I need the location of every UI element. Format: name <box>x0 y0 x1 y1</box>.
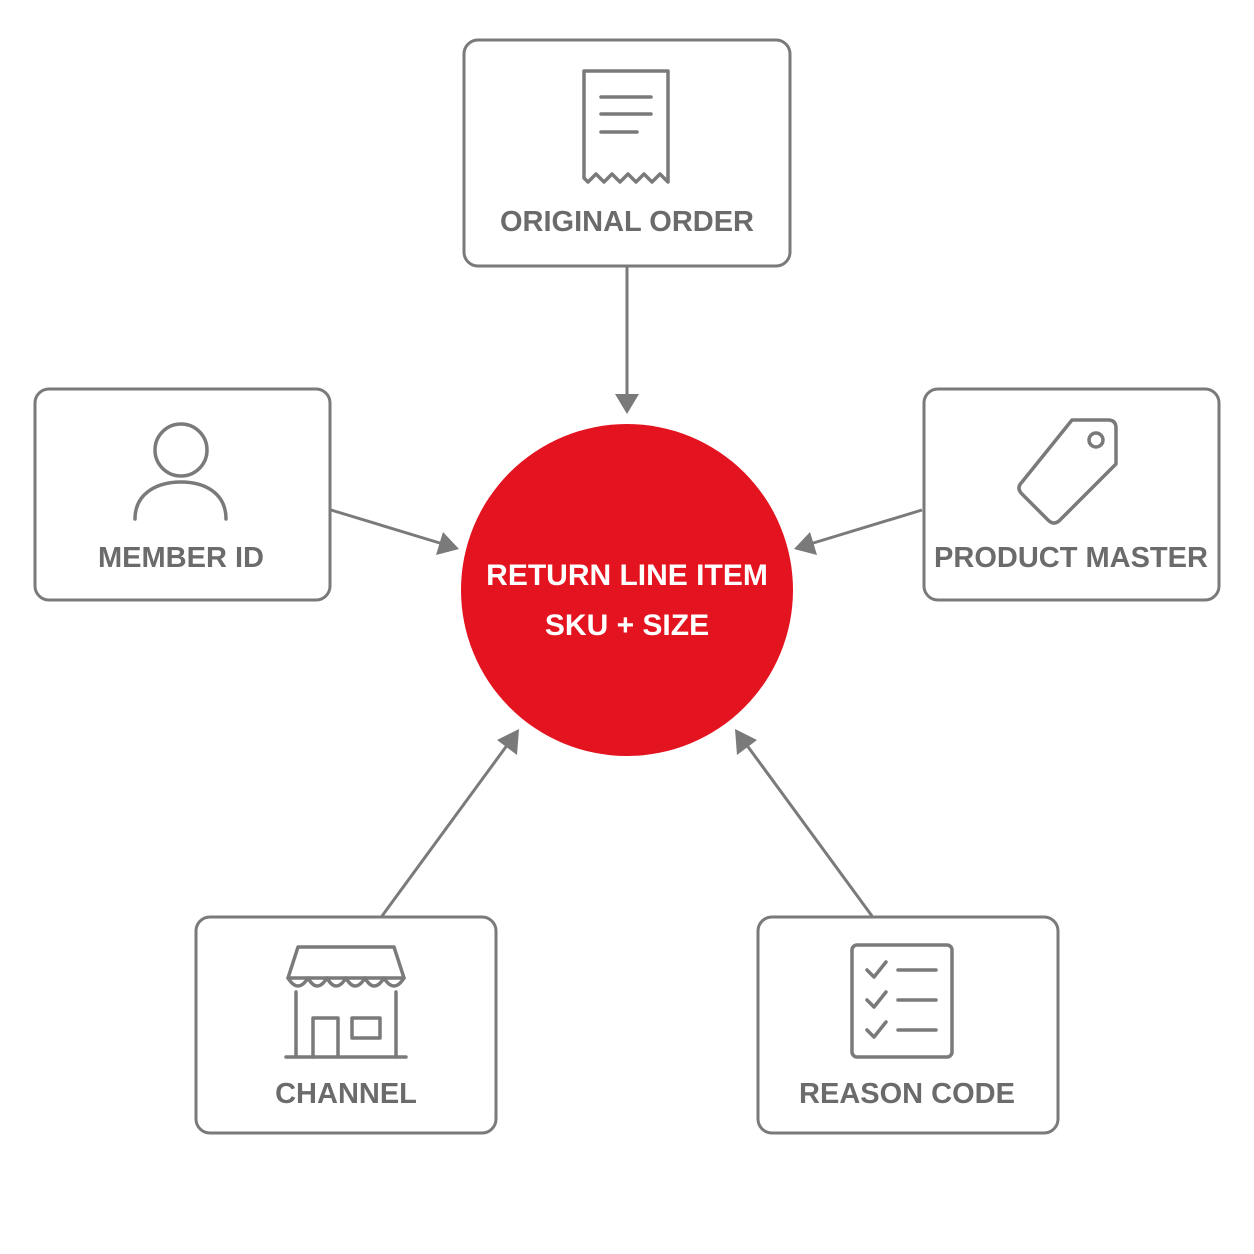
node-box <box>33 387 332 602</box>
node-label: CHANNEL <box>275 1078 417 1110</box>
hub-circle <box>461 424 793 756</box>
edge-channel-to-hub <box>380 729 519 917</box>
hub-return-line-item: RETURN LINE ITEM SKU + SIZE <box>461 424 793 756</box>
tag-icon <box>1017 418 1118 525</box>
hub-label-line1: RETURN LINE ITEM <box>486 559 768 592</box>
node-reason-code: REASON CODE <box>756 915 1060 1135</box>
node-box <box>756 915 1060 1135</box>
person-icon <box>133 422 228 521</box>
node-label: REASON CODE <box>799 1078 1015 1110</box>
node-box <box>194 915 498 1135</box>
node-label: ORIGINAL ORDER <box>500 206 754 238</box>
node-product-master: PRODUCT MASTER <box>922 387 1221 602</box>
checklist-icon <box>850 943 954 1059</box>
edge-member-id-to-hub <box>330 508 459 555</box>
node-box <box>462 38 792 268</box>
node-channel: CHANNEL <box>194 915 498 1135</box>
node-member-id: MEMBER ID <box>33 387 332 602</box>
edge-original-order-to-hub <box>615 266 639 414</box>
node-original-order: ORIGINAL ORDER <box>462 38 792 268</box>
node-box <box>922 387 1221 602</box>
edge-product-master-to-hub <box>794 508 923 555</box>
storefront-icon <box>284 945 408 1059</box>
node-label: MEMBER ID <box>98 542 264 574</box>
receipt-icon <box>582 69 670 184</box>
hub-label-line2: SKU + SIZE <box>545 609 709 642</box>
edge-reason-code-to-hub <box>735 729 874 917</box>
node-label: PRODUCT MASTER <box>934 542 1208 574</box>
